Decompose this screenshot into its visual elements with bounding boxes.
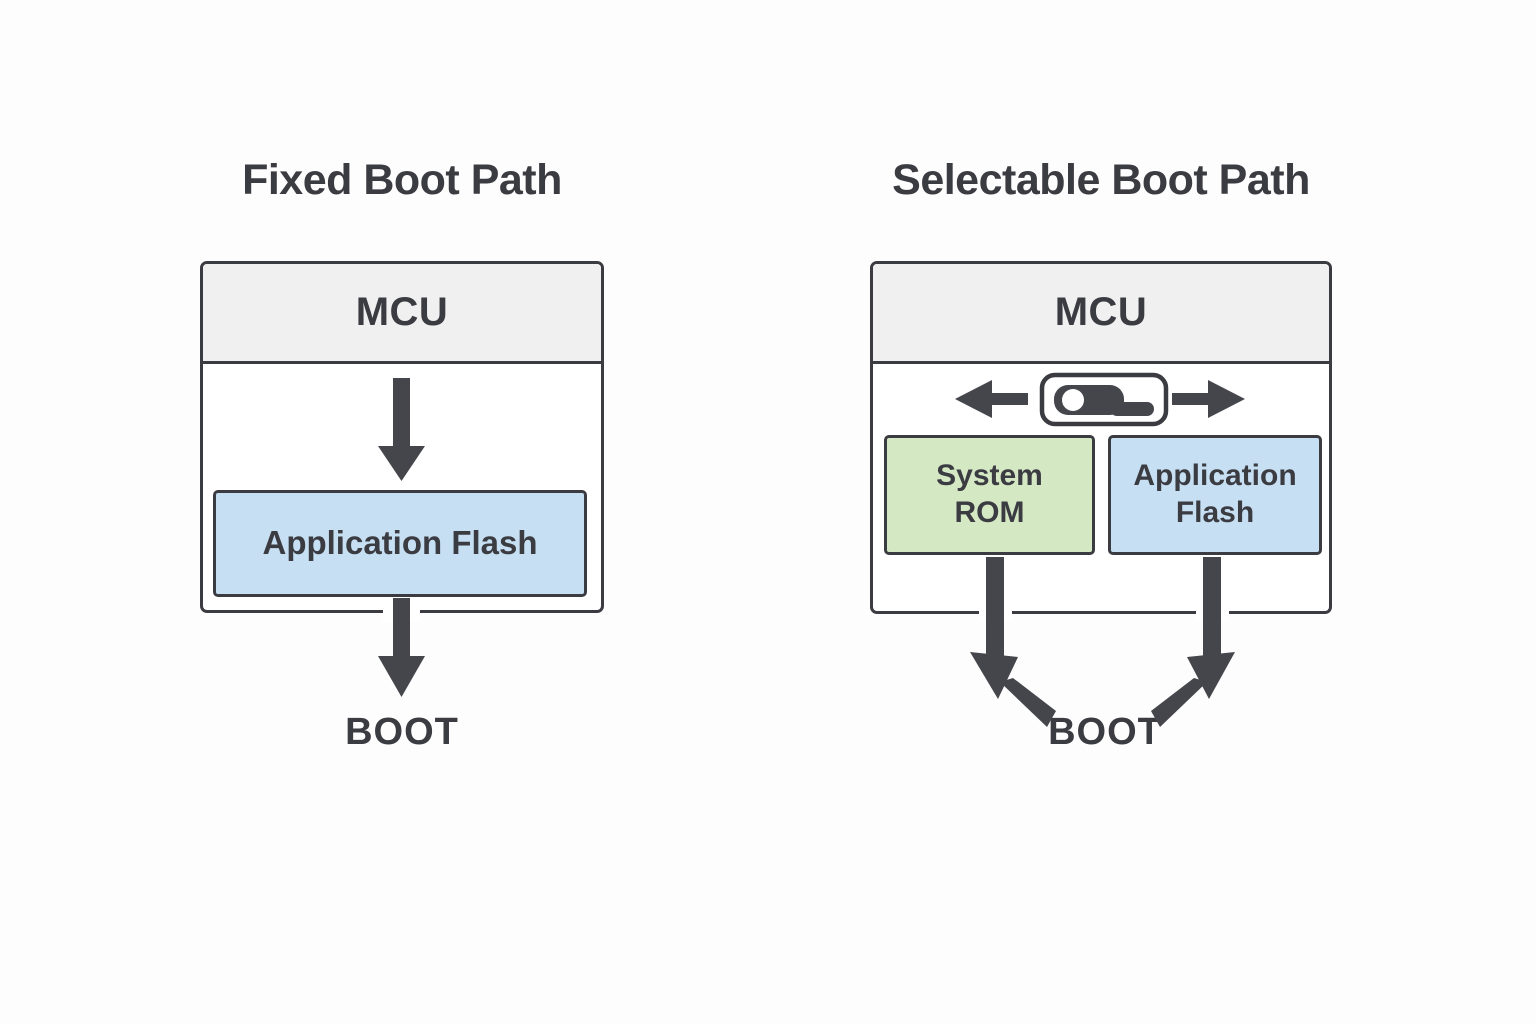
system-rom-box: System ROM xyxy=(884,435,1095,555)
fixed-application-flash-box: Application Flash xyxy=(213,490,587,597)
selectable-application-flash-box: Application Flash xyxy=(1108,435,1322,555)
fixed-boot-path-title: Fixed Boot Path xyxy=(242,156,562,204)
selectable-boot-label: BOOT xyxy=(1048,711,1162,753)
fixed-boot-label: BOOT xyxy=(345,711,459,753)
selectable-boot-path-title: Selectable Boot Path xyxy=(892,156,1310,204)
selectable-mcu-header: MCU xyxy=(873,264,1329,364)
system-rom-label: System ROM xyxy=(936,459,1043,529)
selectable-application-flash-label: Application Flash xyxy=(1133,459,1297,529)
fixed-application-flash-label: Application Flash xyxy=(262,524,538,562)
fixed-mcu-header: MCU xyxy=(203,264,601,364)
